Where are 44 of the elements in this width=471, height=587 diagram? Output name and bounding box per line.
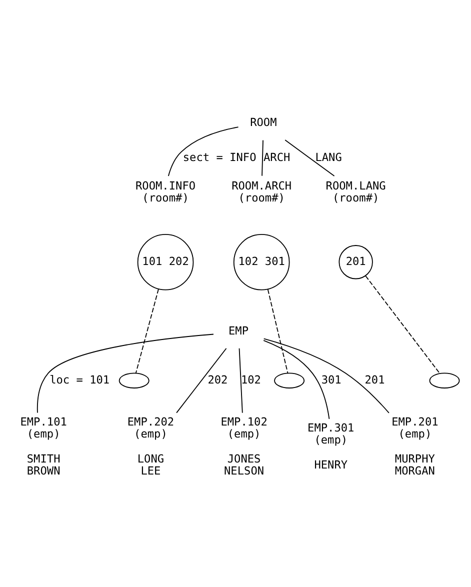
node-text: EMP.202 (emp) [127,415,174,440]
node-label: LONG [137,452,164,465]
edge-label: sect = INFO [182,150,256,164]
node-ellipse [274,372,305,388]
node-label: MURPHY [394,452,435,465]
edge-label: 102 [240,372,261,386]
node-label: BROWN [26,464,60,477]
connector [168,126,239,176]
node-text: EMP [228,324,249,338]
node-label: HENRY [314,458,348,471]
edge-label: 301 [321,372,342,386]
connector [238,347,243,413]
node-label: NELSON [224,464,264,477]
connector [284,139,335,176]
node-text: EMP.301 (emp) [308,421,354,446]
node-circle: 201 [338,244,373,279]
node-ellipse [429,372,460,388]
connector [267,288,288,374]
edge-label: 201 [364,372,385,386]
connector [135,288,159,374]
connector [36,333,214,413]
node-label: JONES [227,452,261,465]
node-ellipse [118,372,150,388]
node-label: SMITH [26,452,60,465]
node-circle: 101 202 [137,233,194,290]
connector [262,139,264,176]
node-text: EMP.102 (emp) [220,415,268,440]
node-text: ROOM [250,116,277,129]
edge-label: ARCH [263,150,290,164]
connector [176,347,227,413]
connector [263,340,330,419]
edge-label: LANG [315,150,342,164]
node-text: ROOM.INFO (room#) [136,178,196,204]
node-text: ROOM.LANG (room#) [326,178,386,204]
node-label: LEE [140,464,161,477]
connector [263,338,390,413]
node-text: EMP.101 (emp) [20,415,67,440]
edge-label: loc = 101 [50,372,110,386]
edge-label: 202 [208,372,228,386]
node-label: MORGAN [394,464,435,477]
node-circle: 102 301 [233,233,290,290]
connector [365,275,440,374]
node-text: ROOM.ARCH (room#) [232,178,292,204]
node-text: EMP.201 (emp) [392,415,438,440]
